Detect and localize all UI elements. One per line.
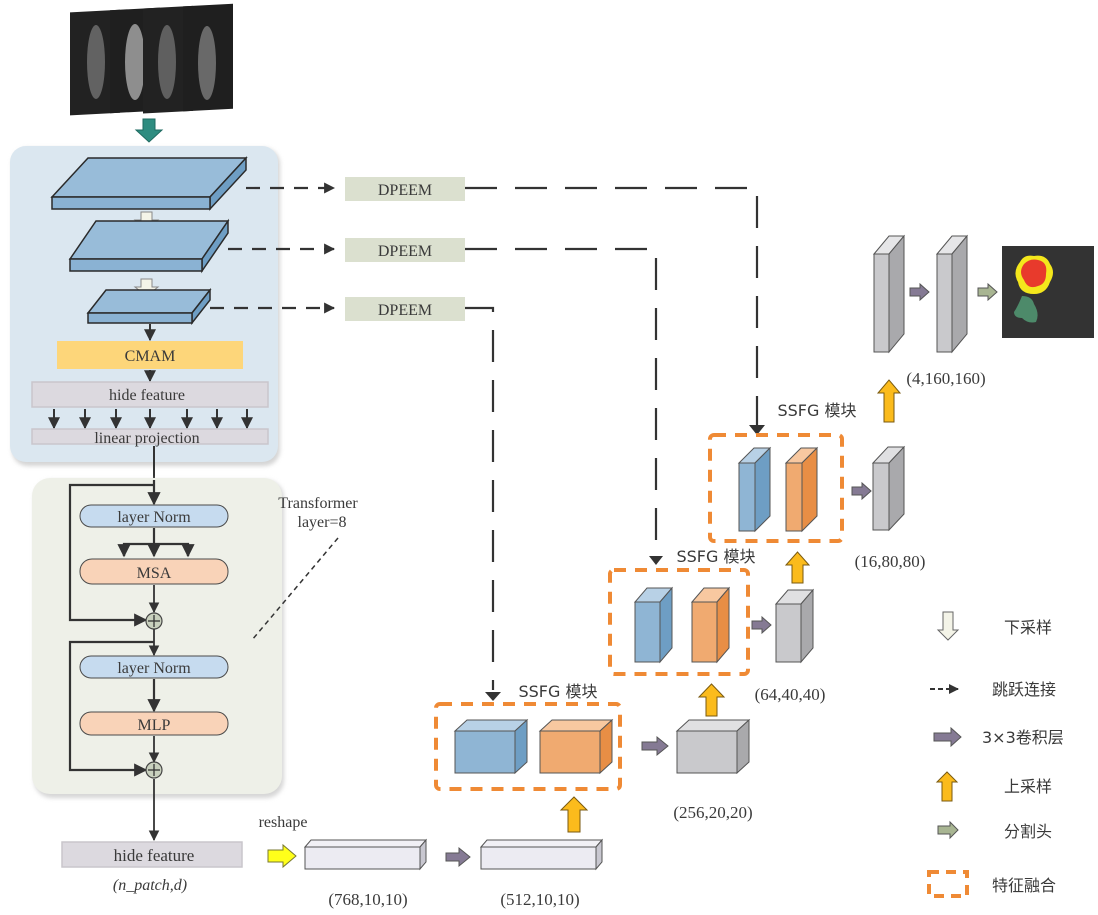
- legend-label: 跳跃连接: [992, 680, 1056, 699]
- ssfg-orange-cube-3: [784, 446, 819, 533]
- encoder-stage-2: [68, 218, 230, 274]
- legend-item-downsample: 下采样: [936, 611, 1052, 641]
- mlp-block: [79, 711, 229, 736]
- conv-arrow-icon: [909, 282, 930, 302]
- shape-768: (768,10,10): [328, 890, 407, 909]
- reshape-label: reshape: [259, 814, 308, 831]
- legend-item-conv: 3×3卷积层: [933, 726, 1064, 748]
- transformer-layers: layer=8: [298, 514, 347, 531]
- upsample-arrow-icon: [559, 796, 589, 833]
- upsample-arrow-icon: [935, 771, 959, 802]
- dpeem-block-3: [345, 297, 465, 321]
- shape-256: (256,20,20): [673, 803, 752, 822]
- legend-item-upsample: 上采样: [935, 771, 1052, 802]
- legend-item-fusion: 特征融合: [927, 870, 1056, 898]
- gray-cube-16: [871, 445, 906, 532]
- hide-feature-shape: (n_patch,d): [113, 877, 187, 894]
- layer-norm-1: [79, 504, 229, 528]
- linear-projection-block: [31, 428, 269, 445]
- feature-fusion-box-2: [608, 568, 750, 676]
- mri-slice: [143, 5, 193, 114]
- mri-slice: [183, 3, 233, 112]
- upsample-arrow-icon: [784, 551, 811, 584]
- final-feature-plate-2: [935, 234, 969, 354]
- feature-fusion-box-icon: [927, 870, 969, 898]
- shape-4: (4,160,160): [906, 369, 985, 388]
- mri-slice: [70, 9, 120, 116]
- add-node-icon: [145, 761, 163, 779]
- ssfg-orange-cube-2: [690, 586, 731, 664]
- transformer-callout-line: [251, 537, 339, 641]
- legend: 下采样 跳跃连接 3×3卷积层 上采样 分割头 特征融合: [927, 611, 1064, 898]
- skip-arrowheads: [485, 425, 765, 701]
- mlp-label: MLP: [138, 717, 171, 734]
- reshape-arrow-icon: [267, 843, 297, 869]
- legend-label: 上采样: [1004, 777, 1052, 796]
- cmam-block: [57, 341, 243, 369]
- linear-projection-label: linear projection: [94, 430, 199, 447]
- dpeem-label-1: DPEEM: [378, 182, 432, 199]
- conv-arrow-icon: [851, 481, 872, 501]
- ssfg-blue-cube-3: [737, 446, 772, 533]
- ssfg-label-2: SSFG 模块: [676, 547, 755, 566]
- add-node-icon: [145, 612, 163, 630]
- input-mri-slices: [70, 3, 233, 116]
- encoder-stage-1: [50, 156, 248, 211]
- legend-label: 下采样: [1004, 618, 1052, 637]
- hide-feature-block: [31, 381, 269, 408]
- downsample-arrow-icon: [936, 611, 960, 641]
- feature-fusion-box-3: [708, 433, 844, 543]
- shape-64: (64,40,40): [755, 685, 826, 704]
- feature-fusion-box-1: [434, 702, 622, 791]
- bottleneck-hide-feature: [61, 841, 243, 868]
- input-arrow-icon: [134, 118, 164, 143]
- bottleneck-hide-feature-label: hide feature: [114, 846, 195, 865]
- segmentation-output: [1002, 246, 1094, 338]
- legend-label: 特征融合: [992, 876, 1056, 895]
- encoder-stage-3: [86, 287, 212, 326]
- conv-arrow-icon: [641, 735, 669, 757]
- transformer-title: Transformer: [278, 495, 358, 512]
- msa-block: [79, 558, 229, 585]
- ssfg-blue-cube-2: [633, 586, 674, 664]
- projection-arrows: [48, 409, 253, 430]
- cmam-label: CMAM: [125, 348, 176, 365]
- legend-item-skip: 跳跃连接: [930, 680, 1056, 699]
- conv-arrow-icon: [751, 615, 772, 635]
- layer-norm-1-label: layer Norm: [117, 509, 191, 526]
- upsample-arrow-icon: [697, 683, 726, 717]
- upsample-arrow-icon: [876, 379, 902, 423]
- skip-connections: [210, 182, 759, 690]
- gray-cube-256: [675, 718, 751, 775]
- dpeem-label-3: DPEEM: [378, 302, 432, 319]
- msa-label: MSA: [137, 565, 172, 582]
- final-feature-plate-1: [872, 234, 906, 354]
- dpeem-label-2: DPEEM: [378, 243, 432, 260]
- shape-16: (16,80,80): [855, 552, 926, 571]
- feature-768-box: [303, 838, 428, 871]
- legend-item-seg-head: 分割头: [937, 820, 1052, 841]
- legend-label: 分割头: [1004, 822, 1052, 841]
- ssfg-label-3: SSFG 模块: [777, 401, 856, 420]
- seg-head-arrow-icon: [937, 820, 959, 840]
- dpeem-block-2: [345, 238, 465, 262]
- seg-head-arrow-icon: [977, 282, 998, 302]
- layer-norm-2-label: layer Norm: [117, 660, 191, 677]
- ssfg-label-1: SSFG 模块: [518, 682, 597, 701]
- feature-512-box: [479, 838, 604, 871]
- ssfg-orange-cube-1: [538, 718, 614, 775]
- shape-512: (512,10,10): [500, 890, 579, 909]
- legend-label: 3×3卷积层: [982, 728, 1064, 747]
- dpeem-block-1: [345, 177, 465, 201]
- conv3x3-arrow-icon: [933, 726, 962, 748]
- gray-cube-64: [774, 588, 815, 664]
- ssfg-blue-cube-1: [453, 718, 529, 775]
- hide-feature-label: hide feature: [109, 387, 185, 404]
- layer-norm-2: [79, 655, 229, 679]
- conv-arrow-icon: [445, 846, 471, 868]
